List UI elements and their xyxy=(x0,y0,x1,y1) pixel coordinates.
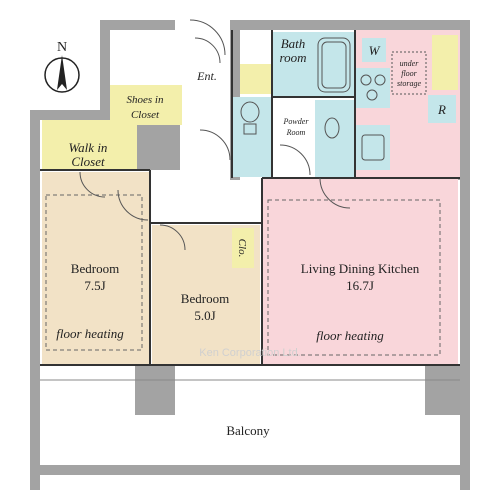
shoes-label-1: Shoes in xyxy=(127,94,164,106)
bedroom1-size: 7.5J xyxy=(84,278,105,293)
floor-heating-area-2 xyxy=(267,199,441,356)
wall-balcony-south xyxy=(40,465,460,475)
walkin-label-2: Closet xyxy=(71,154,105,169)
refrigerator-box xyxy=(428,95,456,123)
entry-cabinet xyxy=(240,64,272,94)
ldk-name: Living Dining Kitchen xyxy=(301,261,420,276)
bathtub xyxy=(317,37,351,93)
living-dining-kitchen xyxy=(262,178,458,365)
column-center xyxy=(135,125,180,170)
sink xyxy=(355,125,390,170)
wall-north xyxy=(230,20,470,30)
bathroom-label-1: Bath xyxy=(281,36,306,51)
washer-label: W xyxy=(369,43,381,58)
wall-nw xyxy=(30,110,110,120)
balcony-label: Balcony xyxy=(226,423,270,438)
powder-sink xyxy=(324,117,340,139)
powder-label-2: Room xyxy=(286,128,306,137)
walk-in-closet xyxy=(42,120,137,170)
washroom xyxy=(232,97,272,177)
column-balcony-left xyxy=(135,365,175,415)
shoes-label-2: Closet xyxy=(131,109,160,121)
shoes-closet xyxy=(110,85,182,125)
wall-east-balcony xyxy=(460,175,470,490)
wall-entry-top xyxy=(100,20,175,30)
bedroom1-note: floor heating xyxy=(56,326,124,341)
bathroom xyxy=(272,32,355,97)
column-balcony-right xyxy=(425,365,460,415)
ldk-size: 16.7J xyxy=(346,278,374,293)
bedroom2-size: 5.0J xyxy=(194,308,215,323)
storage-label-2: floor xyxy=(401,69,417,78)
washer-box xyxy=(362,38,386,62)
storage-label-3: storage xyxy=(397,79,421,88)
wall-west xyxy=(30,110,40,490)
refrigerator-label: R xyxy=(437,102,446,117)
closet-label: Clo. xyxy=(236,239,248,258)
wall-east xyxy=(460,20,470,180)
bathroom-label-2: room xyxy=(280,50,307,65)
stove xyxy=(355,68,390,108)
storage-box xyxy=(391,51,427,95)
wall-entry-west xyxy=(100,20,110,120)
toilet xyxy=(240,101,260,123)
bedroom2-name: Bedroom xyxy=(181,291,229,306)
entrance-label: Ent. xyxy=(196,69,217,83)
walkin-label-1: Walk in xyxy=(69,140,108,155)
storage-label-1: under xyxy=(400,59,420,68)
north-arrow-icon xyxy=(44,55,80,93)
kitchen-sink xyxy=(361,134,385,161)
bedroom-1 xyxy=(42,172,150,365)
powder-label-1: Powder xyxy=(283,117,310,126)
side-closet xyxy=(432,35,458,90)
powder-counter xyxy=(315,100,355,178)
watermark: Ken Corporation Ltd. xyxy=(199,347,301,359)
closet xyxy=(232,228,254,268)
ldk-note: floor heating xyxy=(316,328,384,343)
compass-label: N xyxy=(57,40,67,55)
bedroom1-name: Bedroom xyxy=(71,261,119,276)
